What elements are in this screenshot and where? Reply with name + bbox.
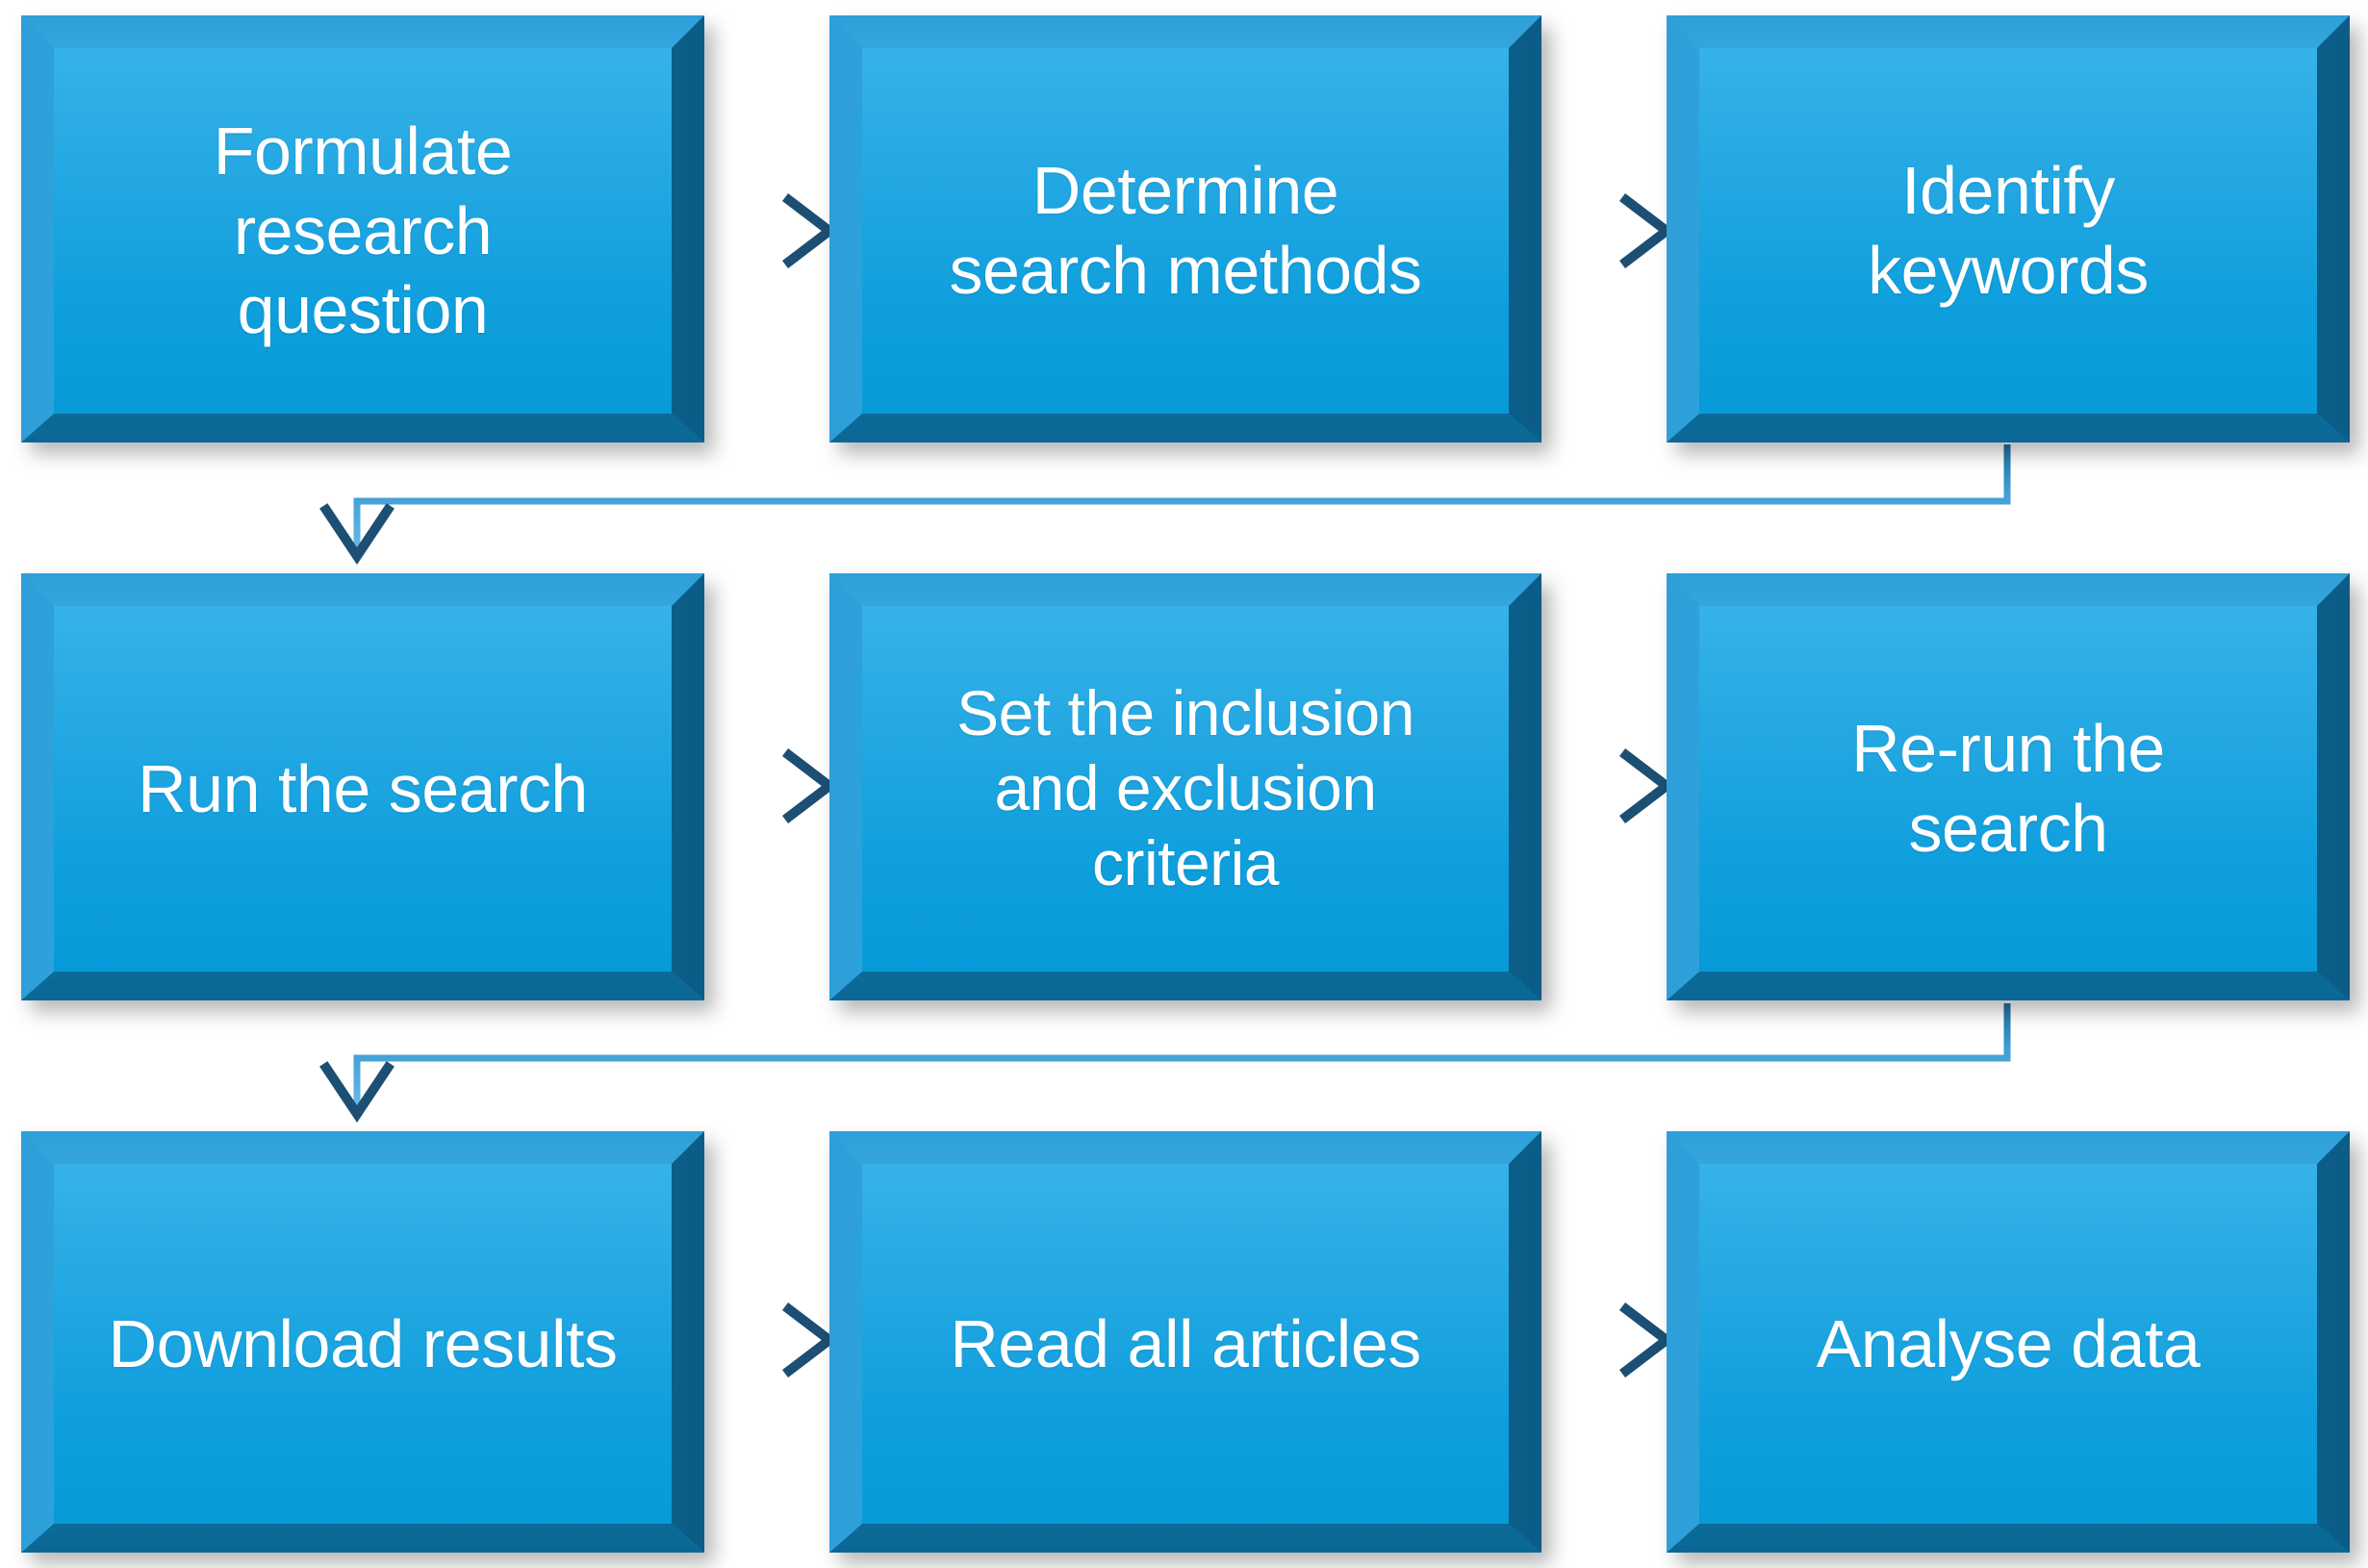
node-body: Run the search (21, 573, 704, 1000)
node-face (54, 606, 672, 972)
node-label: Run the search (138, 750, 588, 826)
process-node-download-results[interactable]: Download results (21, 1131, 704, 1553)
node-body: Identify keywords (1667, 15, 2350, 443)
node-label: Determine search methods (949, 153, 1422, 308)
node-body: Determine search methods (829, 15, 1541, 443)
node-face (862, 1164, 1509, 1524)
node-body: Formulate research question (21, 15, 704, 443)
node-label: Set the inclusion and exclusion criteria (956, 677, 1414, 898)
process-node-identify-keywords[interactable]: Identify keywords (1667, 15, 2350, 443)
process-node-determine-search-methods[interactable]: Determine search methods (829, 15, 1541, 443)
node-face (1699, 1164, 2317, 1524)
connector-read-to-analyse (1540, 1302, 1675, 1378)
connector-download-to-read (702, 1302, 838, 1378)
process-node-set-inclusion-exclusion-criteria[interactable]: Set the inclusion and exclusion criteria (829, 573, 1541, 1000)
node-body: Read all articles (829, 1131, 1541, 1553)
node-label: Download results (108, 1305, 618, 1381)
process-node-re-run-the-search[interactable]: Re-run the search (1667, 573, 2350, 1000)
node-body: Analyse data (1667, 1131, 2350, 1553)
node-face (54, 48, 672, 414)
connector-identify-to-run (319, 444, 2011, 566)
node-face (1699, 606, 2317, 972)
connector-formulate-to-determine (702, 192, 838, 269)
node-face (1699, 48, 2317, 414)
node-label: Re-run the search (1851, 711, 2165, 866)
node-body: Re-run the search (1667, 573, 2350, 1000)
process-node-read-all-articles[interactable]: Read all articles (829, 1131, 1541, 1553)
connector-run-to-criteria (702, 747, 838, 824)
connector-rerun-to-download (319, 1003, 2011, 1124)
node-face (54, 1164, 672, 1524)
node-face (862, 48, 1509, 414)
node-body: Set the inclusion and exclusion criteria (829, 573, 1541, 1000)
node-label: Formulate research question (213, 114, 513, 348)
process-node-formulate-research-question[interactable]: Formulate research question (21, 15, 704, 443)
node-label: Read all articles (950, 1305, 1421, 1381)
node-label: Identify keywords (1868, 153, 2149, 308)
process-node-analyse-data[interactable]: Analyse data (1667, 1131, 2350, 1553)
node-body: Download results (21, 1131, 704, 1553)
process-node-run-the-search[interactable]: Run the search (21, 573, 704, 1000)
node-face (862, 606, 1509, 972)
node-label: Analyse data (1816, 1305, 2201, 1381)
connector-determine-to-identify (1540, 192, 1675, 269)
connector-criteria-to-rerun (1540, 747, 1675, 824)
